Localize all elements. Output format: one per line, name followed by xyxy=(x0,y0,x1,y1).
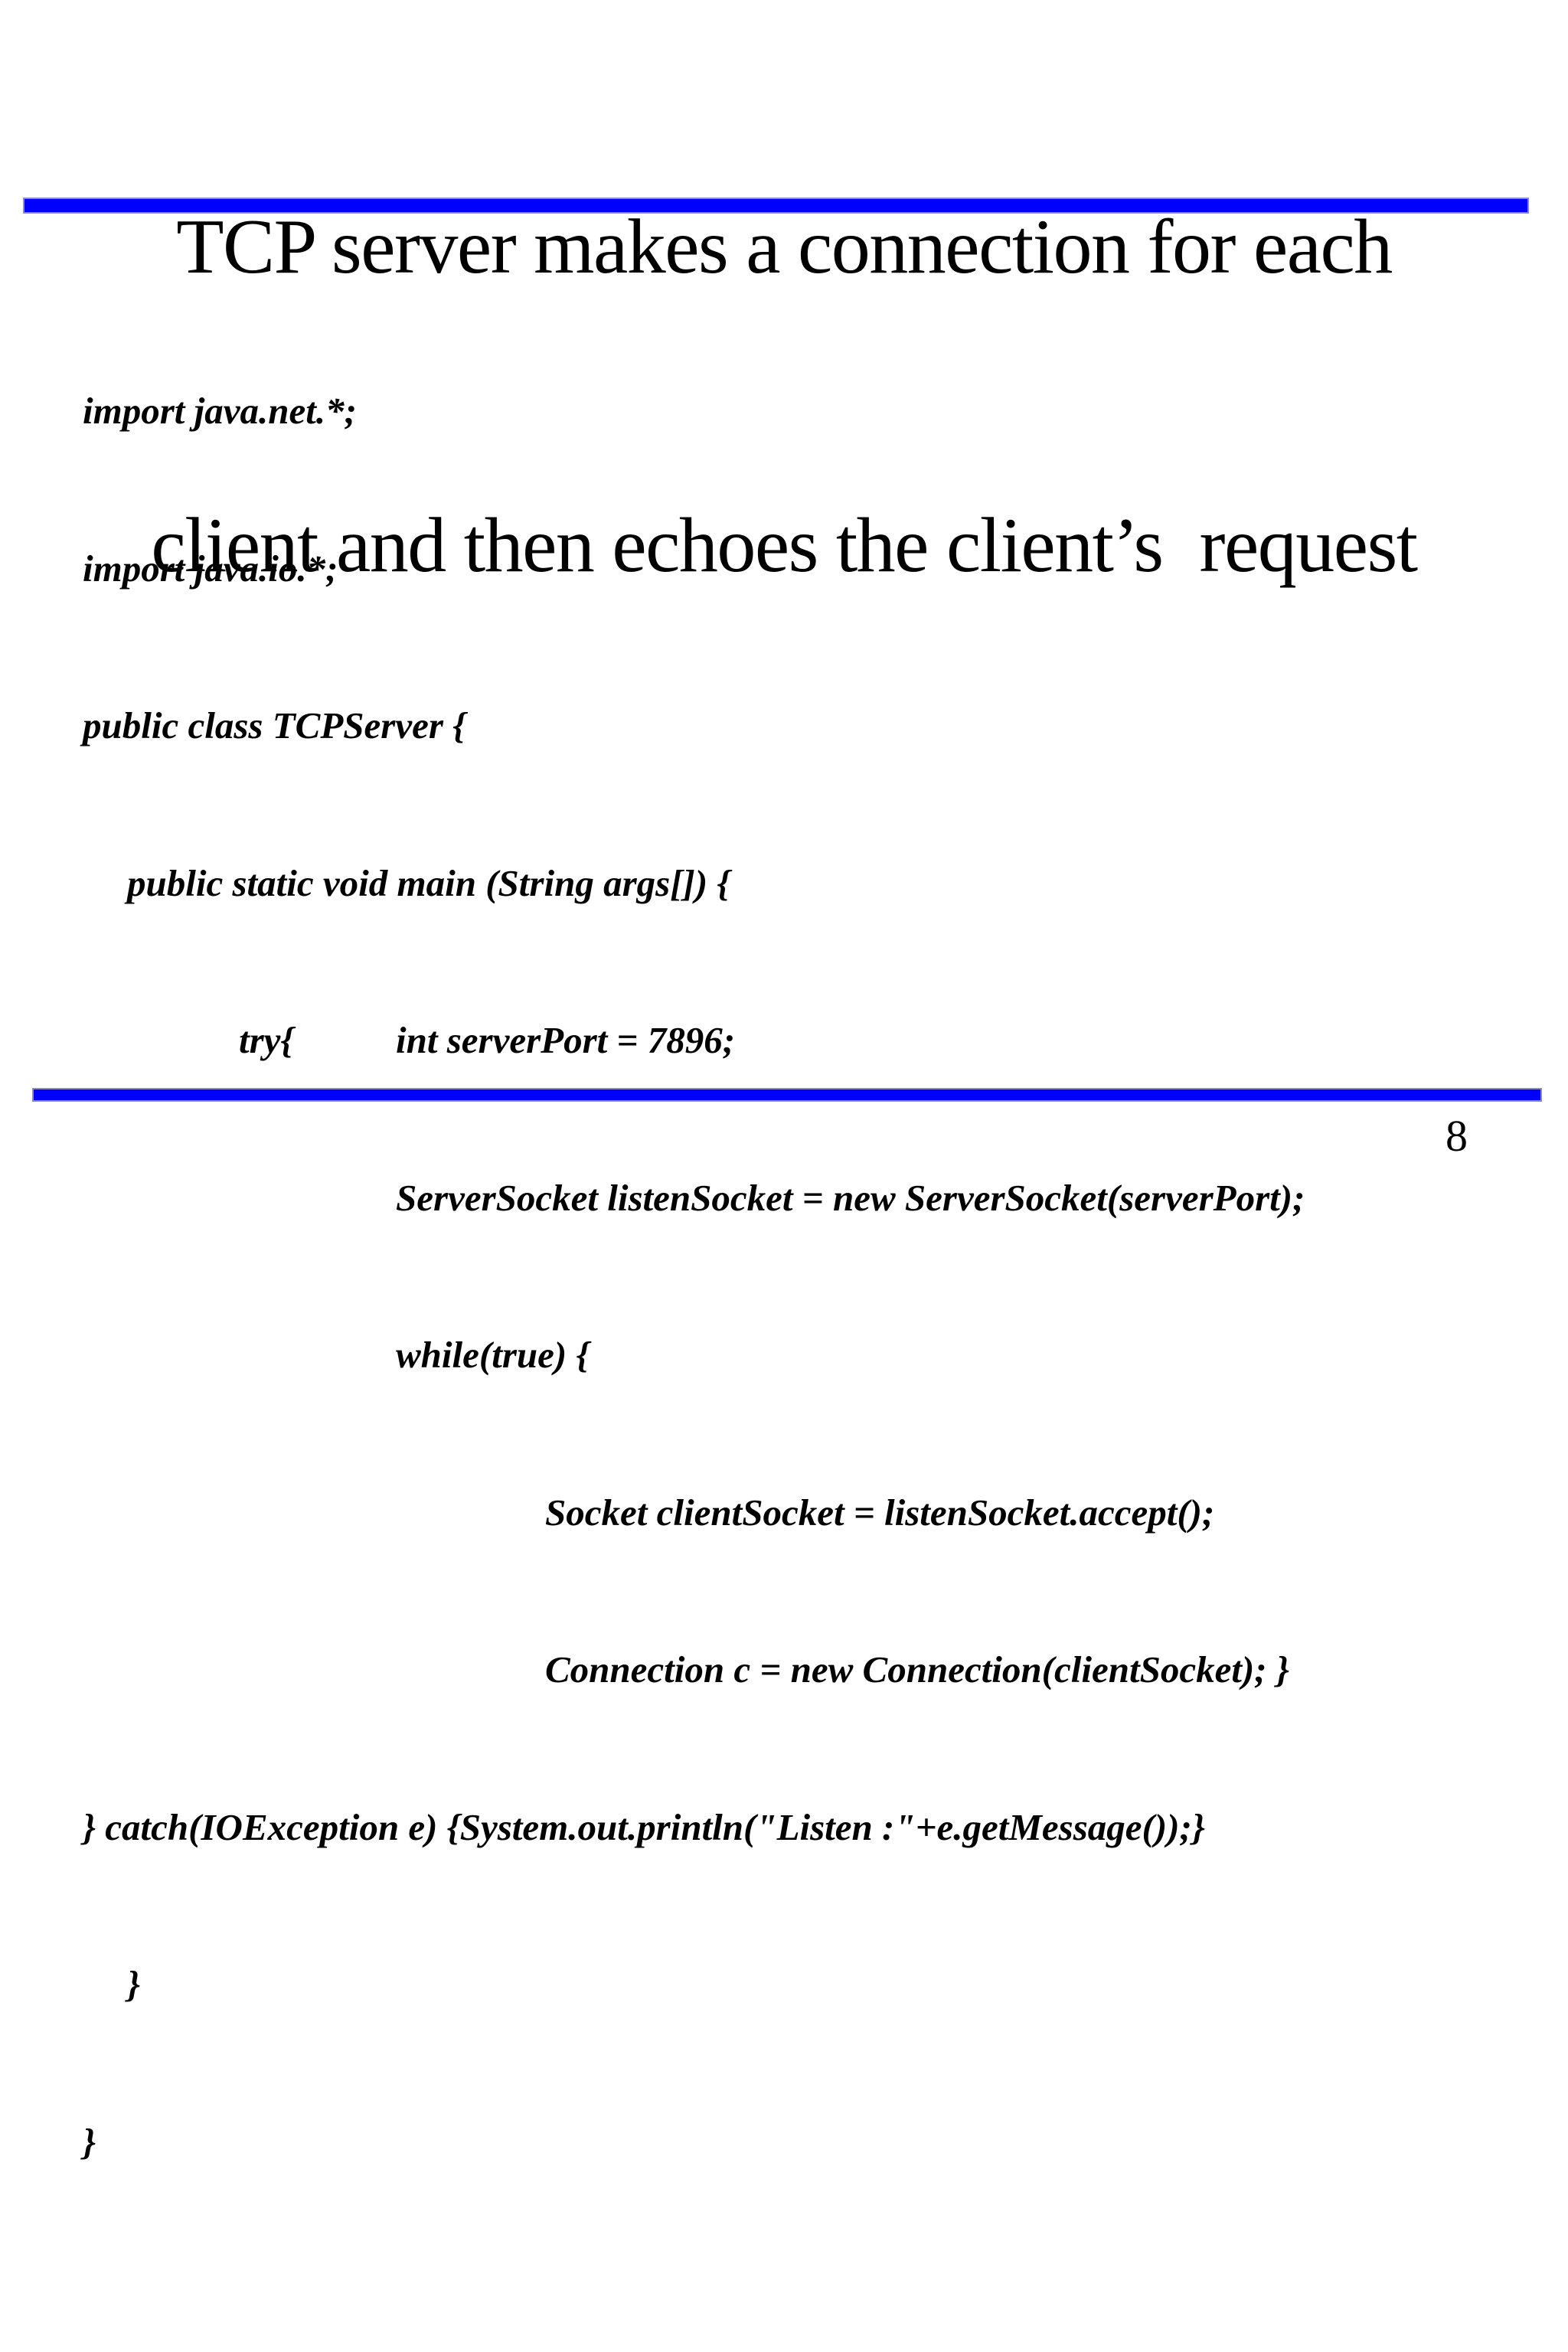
code-line: import java.net.*; xyxy=(83,390,357,432)
code-segment-statement: int serverPort = 7896; xyxy=(396,1019,736,1061)
footer-rule xyxy=(32,1088,1542,1102)
code-line: Connection c = new Connection(clientSock… xyxy=(545,1648,1289,1690)
code-line: try{ int serverPort = 7896; xyxy=(0,1014,1568,1067)
page-number: 8 xyxy=(1446,1111,1468,1161)
slide-title: TCP server makes a connection for each c… xyxy=(0,0,1568,695)
slide-title-line-2: client and then echoes the client’s requ… xyxy=(151,502,1418,589)
code-line: public class TCPServer { xyxy=(83,704,466,746)
slide-title-line-1: TCP server makes a connection for each xyxy=(176,204,1393,290)
code-line: import java.io.*; xyxy=(83,547,338,590)
code-line: } catch(IOException e) {System.out.print… xyxy=(83,1805,1205,1848)
code-block: import java.net.*; import java.io.*; pub… xyxy=(0,280,1568,2352)
code-line: public static void main (String args[]) … xyxy=(127,861,730,904)
title-underline-rule xyxy=(23,198,1529,214)
code-line xyxy=(0,2273,1568,2326)
code-line: while(true) { xyxy=(396,1334,590,1376)
code-line: ServerSocket listenSocket = new ServerSo… xyxy=(396,1176,1305,1219)
code-segment-try: try{ xyxy=(239,1019,294,1061)
code-line: } xyxy=(83,2120,96,2163)
code-line: Socket clientSocket = listenSocket.accep… xyxy=(545,1491,1215,1534)
code-line: } xyxy=(127,1963,141,2005)
